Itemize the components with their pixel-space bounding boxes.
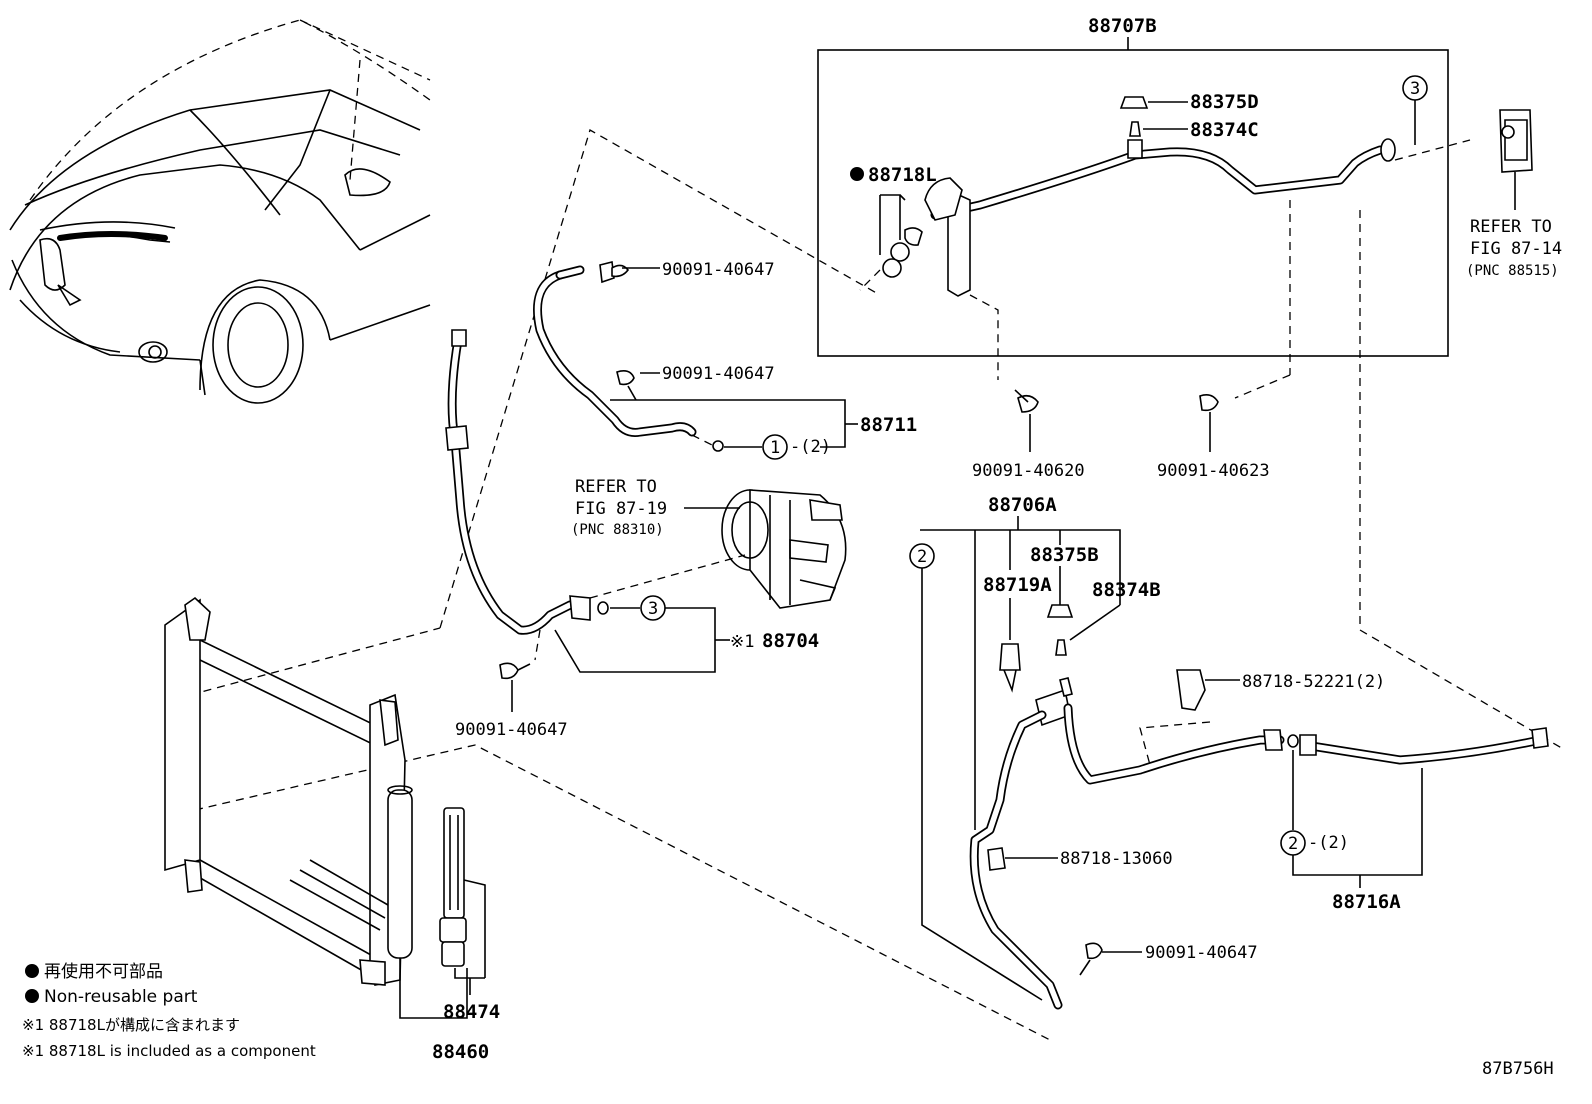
svg-text:(PNC 88310): (PNC 88310) [571,522,664,538]
marker-1: 1 [770,438,780,458]
legend-jp-note: ※1 88718Lが構成に含まれます [22,1016,240,1034]
legend-en-bullet: Non-reusable part [44,987,198,1007]
hose-suction-label: 88711 [860,414,917,436]
clamp-2-label: 88718-52221(2) [1242,672,1385,692]
bolt-40623: 90091-40623 [1157,374,1291,481]
discharge-hose-label: 88704 [762,630,819,652]
seal-d-label: 88375D [1190,91,1259,113]
bolt-e-label: 90091-40647 [455,720,568,740]
non-reusable-bullet-icon [850,167,864,181]
marker-2-left: 2 [917,547,927,567]
qty-2-label: -(2) [1308,833,1349,853]
bolt-b-label: 90091-40647 [662,364,775,384]
marker-3-top: 3 [1410,79,1420,99]
switch-a-label: 88719A [983,574,1052,596]
svg-text:FIG 87-14: FIG 87-14 [1470,239,1562,259]
refer-fig-87-19: REFER TO FIG 87-19 (PNC 88310) [571,477,740,538]
valve-c-label: 88374C [1190,119,1259,141]
discharge-hose: 3 ※1 88704 90091-40647 [445,329,819,740]
diagram-code: 87B756H [1482,1059,1554,1079]
svg-text:REFER TO: REFER TO [1470,217,1552,237]
pipe-assembly-box: 88707B 88375D 88374C 88718L 3 [817,15,1566,751]
valve-b-label: 88374B [1092,579,1161,601]
svg-text:FIG 87-19: FIG 87-19 [575,499,667,519]
clamp-1-label: 88718-13060 [1060,849,1173,869]
dryer-icon: 88474 [439,807,500,1023]
discharge-prefix: ※1 [730,632,754,652]
bolt-f-label: 90091-40647 [1145,943,1258,963]
condenser-icon: 88460 [164,596,1051,1063]
bolt-40620: 90091-40620 [969,294,1085,481]
suction-hose: 90091-40647 90091-40647 1 -(2) 88711 [439,129,917,629]
assy-mid-label: 88706A [988,494,1057,516]
assy-top-label: 88707B [1088,15,1157,37]
dryer-label: 88474 [443,1001,500,1023]
pipe-assembly-mid: 88706A 88375B 88719A 88374B 88718-52221(… [909,494,1549,1010]
marker-2-right: 2 [1288,834,1298,854]
vehicle-outline-icon [9,19,431,404]
legend-en-note: ※1 88718L is included as a component [22,1042,316,1060]
oring-l-label: 88718L [868,164,937,186]
tube-a-label: 88716A [1332,891,1401,913]
svg-text:(PNC 88515): (PNC 88515) [1466,263,1559,279]
qty-1-label: -(2) [790,437,831,457]
svg-text:REFER TO: REFER TO [575,477,657,497]
expansion-valve-icon [1499,109,1533,210]
condenser-label: 88460 [432,1041,489,1063]
non-reusable-bullet-icon [25,989,39,1003]
non-reusable-bullet-icon [25,964,39,978]
bolt-a-label: 90091-40647 [662,260,775,280]
compressor-icon [721,489,847,609]
marker-3-mid: 3 [648,599,658,619]
bolt-d-label: 90091-40623 [1157,461,1270,481]
refer-fig-87-14: REFER TO FIG 87-14 (PNC 88515) [1466,217,1562,279]
seal-b-label: 88375B [1030,544,1099,566]
legend: 再使用不可部品 Non-reusable part ※1 88718Lが構成に含… [22,961,316,1060]
legend-jp-bullet: 再使用不可部品 [44,961,163,982]
bolt-c-label: 90091-40620 [972,461,1085,481]
